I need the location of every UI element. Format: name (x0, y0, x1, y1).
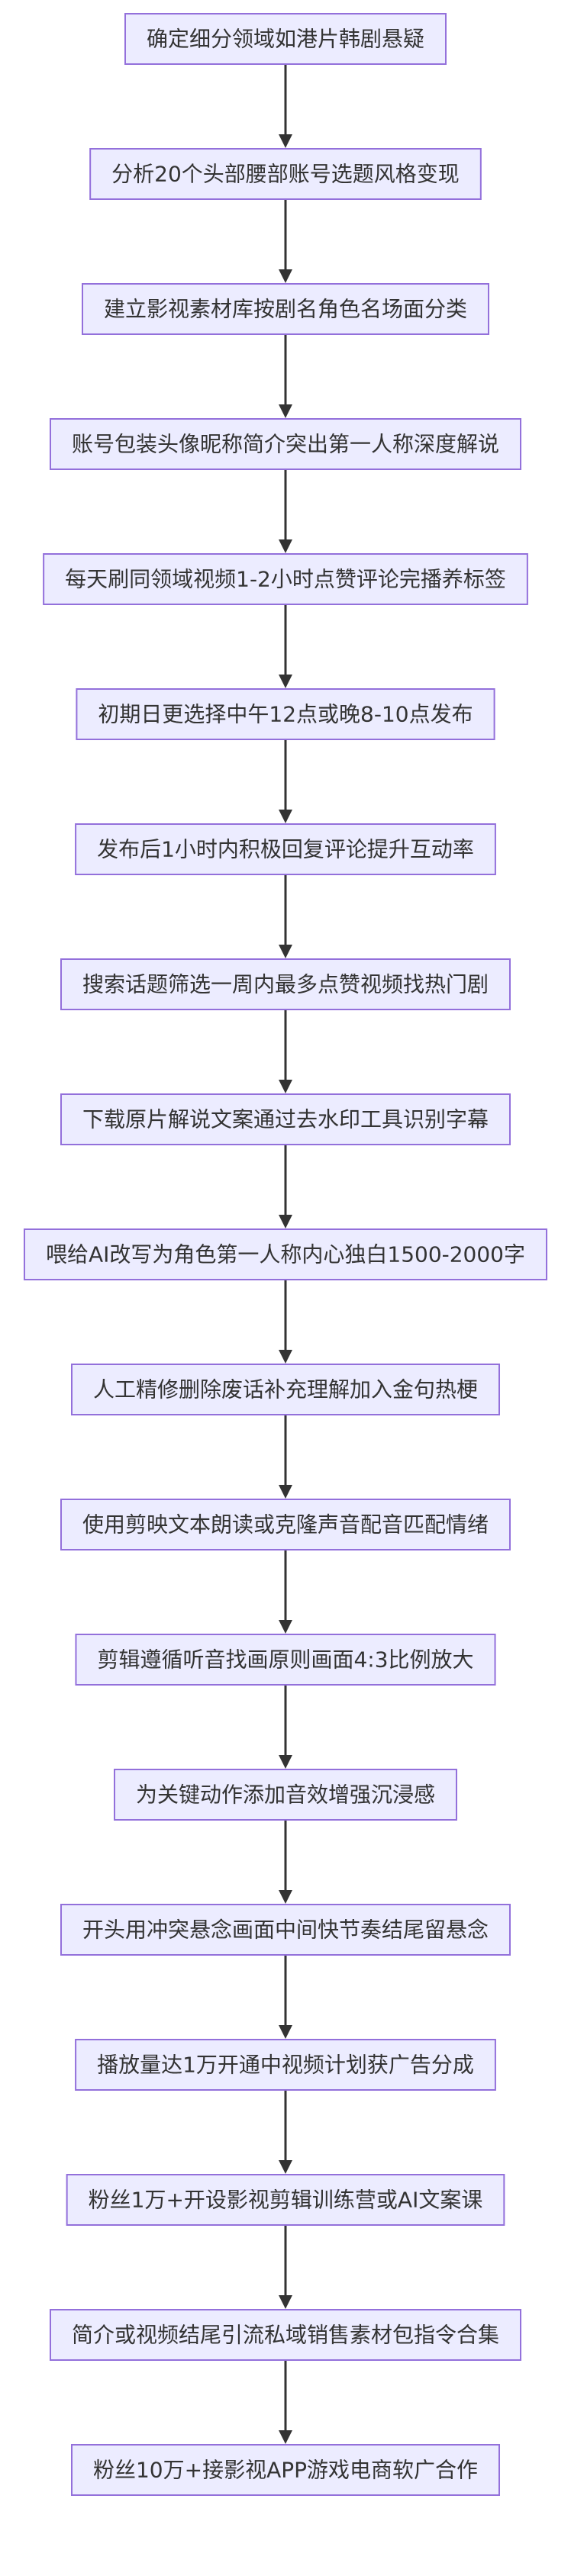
flow-step-box (81, 283, 490, 335)
flow-step-box (75, 2039, 496, 2091)
flow-step-box (113, 1769, 458, 1821)
flow-step-box (60, 1499, 511, 1550)
flow-step-label: 粉丝1万+开设影视剪辑训练营或AI文案课 (89, 2188, 483, 2213)
flow-step-label: 简介或视频结尾引流私域销售素材包指令合集 (72, 2323, 499, 2348)
flow-arrow-8 (279, 1010, 292, 1093)
flow-arrow-14 (279, 1821, 292, 1904)
flow-step-label: 使用剪映文本朗读或克隆声音配音匹配情绪 (82, 1512, 489, 1538)
flow-step-box (124, 13, 447, 65)
flow-step-box (43, 553, 528, 605)
arrow-down-icon (279, 675, 292, 688)
arrow-down-icon (279, 1080, 292, 1093)
flow-arrow-7 (279, 875, 292, 958)
arrow-down-icon (279, 1215, 292, 1228)
arrow-down-icon (279, 539, 292, 553)
flow-step-1: 确定细分领域如港片韩剧悬疑 (124, 13, 447, 65)
flow-step-2: 分析20个头部腰部账号选题风格变现 (89, 148, 482, 200)
flow-step-label: 每天刷同领域视频1-2小时点赞评论完播养标签 (65, 567, 506, 592)
flow-step-box (89, 148, 482, 200)
flow-step-8: 搜索话题筛选一周内最多点赞视频找热门剧 (60, 958, 511, 1010)
flow-step-box (70, 2444, 501, 2496)
flow-arrow-3 (279, 335, 292, 418)
flow-arrow-18 (279, 2361, 292, 2444)
flow-step-label: 喂给AI改写为角色第一人称内心独白1500-2000字 (46, 1242, 525, 1267)
arrow-down-icon (279, 1890, 292, 1904)
flow-arrow-15 (279, 1956, 292, 2039)
flow-arrow-10 (279, 1280, 292, 1364)
arrow-down-icon (279, 1485, 292, 1499)
arrow-down-icon (279, 269, 292, 283)
flow-step-box (70, 1364, 501, 1415)
flow-step-3: 建立影视素材库按剧名角色名场面分类 (81, 283, 490, 335)
flow-step-label: 人工精修删除废话补充理解加入金句热梗 (93, 1377, 478, 1402)
flow-step-label: 剪辑遵循听音找画原则画面4:3比例放大 (97, 1647, 473, 1673)
flow-step-box (76, 688, 495, 740)
flow-step-15: 开头用冲突悬念画面中间快节奏结尾留悬念 (60, 1904, 511, 1956)
arrow-down-icon (279, 1350, 292, 1364)
flow-step-label: 分析20个头部腰部账号选题风格变现 (111, 162, 460, 187)
arrow-down-icon (279, 2430, 292, 2444)
flow-step-label: 确定细分领域如港片韩剧悬疑 (147, 27, 424, 52)
flow-step-label: 下载原片解说文案通过去水印工具识别字幕 (82, 1107, 489, 1132)
flow-step-box (60, 958, 511, 1010)
flow-step-box (49, 2309, 522, 2361)
flow-step-box (75, 1634, 496, 1686)
flow-step-label: 发布后1小时内积极回复评论提升互动率 (97, 837, 474, 862)
flow-step-10: 喂给AI改写为角色第一人称内心独白1500-2000字 (23, 1228, 548, 1280)
flow-arrow-9 (279, 1145, 292, 1228)
flow-arrow-5 (279, 605, 292, 688)
flow-step-box (75, 823, 496, 875)
flow-step-6: 初期日更选择中午12点或晚8-10点发布 (76, 688, 495, 740)
flow-step-box (49, 418, 522, 470)
flow-arrow-12 (279, 1550, 292, 1634)
flow-step-5: 每天刷同领域视频1-2小时点赞评论完播养标签 (43, 553, 528, 605)
flow-step-label: 为关键动作添加音效增强沉浸感 (136, 1782, 435, 1808)
flow-arrow-16 (279, 2091, 292, 2174)
flow-arrow-4 (279, 470, 292, 553)
flow-step-box (60, 1904, 511, 1956)
flow-arrow-13 (279, 1686, 292, 1769)
arrow-down-icon (279, 1755, 292, 1769)
flow-step-label: 账号包装头像昵称简介突出第一人称深度解说 (72, 432, 499, 457)
arrow-down-icon (279, 945, 292, 958)
arrow-down-icon (279, 1620, 292, 1634)
flow-step-16: 播放量达1万开通中视频计划获广告分成 (75, 2039, 496, 2091)
flowchart-nodes: 确定细分领域如港片韩剧悬疑分析20个头部腰部账号选题风格变现建立影视素材库按剧名… (23, 13, 548, 2496)
arrow-down-icon (279, 2295, 292, 2309)
arrow-down-icon (279, 810, 292, 823)
flow-arrow-2 (279, 200, 292, 283)
flow-step-label: 搜索话题筛选一周内最多点赞视频找热门剧 (82, 972, 489, 997)
flow-step-9: 下载原片解说文案通过去水印工具识别字幕 (60, 1093, 511, 1145)
flow-step-label: 初期日更选择中午12点或晚8-10点发布 (98, 702, 473, 727)
flow-step-label: 建立影视素材库按剧名角色名场面分类 (104, 297, 467, 322)
flow-step-11: 人工精修删除废话补充理解加入金句热梗 (70, 1364, 501, 1415)
flow-arrow-1 (279, 65, 292, 148)
flow-step-4: 账号包装头像昵称简介突出第一人称深度解说 (49, 418, 522, 470)
flow-arrow-11 (279, 1415, 292, 1499)
flow-step-14: 为关键动作添加音效增强沉浸感 (113, 1769, 458, 1821)
flow-step-17: 粉丝1万+开设影视剪辑训练营或AI文案课 (66, 2174, 505, 2226)
flow-step-19: 粉丝10万+接影视APP游戏电商软广合作 (70, 2444, 501, 2496)
arrow-down-icon (279, 404, 292, 418)
flow-arrow-6 (279, 740, 292, 823)
flow-step-box (66, 2174, 505, 2226)
arrow-down-icon (279, 134, 292, 148)
flow-step-7: 发布后1小时内积极回复评论提升互动率 (75, 823, 496, 875)
flow-step-box (60, 1093, 511, 1145)
flow-step-label: 播放量达1万开通中视频计划获广告分成 (97, 2053, 474, 2078)
arrow-down-icon (279, 2025, 292, 2039)
flowchart-edges (279, 65, 292, 2444)
arrow-down-icon (279, 2160, 292, 2174)
flow-step-18: 简介或视频结尾引流私域销售素材包指令合集 (49, 2309, 522, 2361)
flow-step-12: 使用剪映文本朗读或克隆声音配音匹配情绪 (60, 1499, 511, 1550)
flow-step-label: 粉丝10万+接影视APP游戏电商软广合作 (93, 2458, 478, 2483)
flow-arrow-17 (279, 2226, 292, 2309)
flow-step-label: 开头用冲突悬念画面中间快节奏结尾留悬念 (82, 1918, 489, 1943)
flow-step-13: 剪辑遵循听音找画原则画面4:3比例放大 (75, 1634, 496, 1686)
flow-step-box (23, 1228, 548, 1280)
